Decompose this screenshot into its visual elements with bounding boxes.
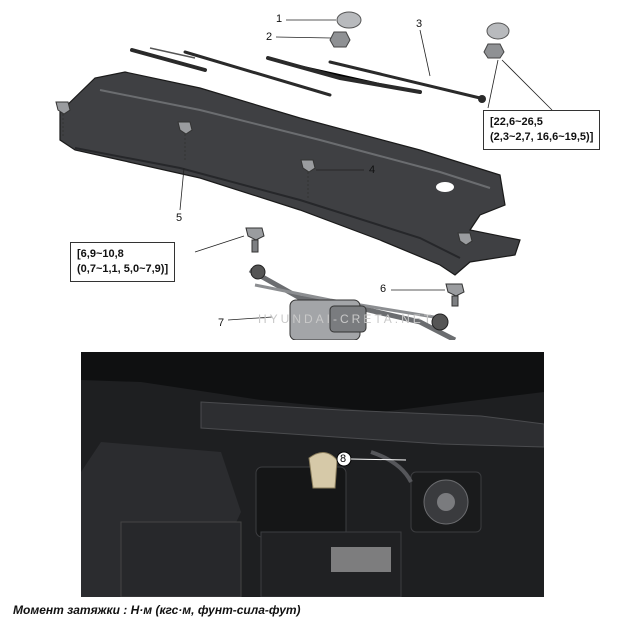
- torque-value-nm: [22,6~26,5: [490, 116, 543, 128]
- torque-spec-linkage-bolts: [6,9~10,8 (0,7~1,1, 5,0~7,9)]: [70, 242, 176, 282]
- engine-bay-photo: 8: [81, 352, 544, 597]
- callout-7: 7: [218, 317, 225, 329]
- callout-6: 6: [380, 283, 387, 295]
- callout-3: 3: [416, 18, 423, 30]
- wiper-blade-right: [266, 56, 486, 103]
- cowl-top-cover: [59, 71, 521, 276]
- cowl-cover-lower-edge: [74, 147, 461, 259]
- callout-5: 5: [176, 212, 183, 224]
- linkage-bolt-left: [245, 227, 265, 253]
- cover-clip-left: [55, 101, 71, 138]
- torque-units-note: Момент затяжки : Н·м (кгс·м, фунт-сила-ф…: [13, 603, 301, 617]
- cover-clip-center: [300, 159, 316, 200]
- callout-8: 8: [340, 453, 347, 465]
- wiper-arm-nut: [329, 31, 351, 48]
- wiper-motor-linkage: [248, 264, 457, 340]
- torque-value-alt: (0,7~1,1, 5,0~7,9)]: [77, 263, 169, 275]
- torque-spec-cover-nuts: [22,6~26,5 (2,3~2,7, 16,6~19,5)]: [483, 110, 601, 150]
- wiper-blade-left: [130, 47, 332, 97]
- engine-bay-illustration: [81, 352, 544, 597]
- wiper-arm-nut-right: [483, 43, 505, 59]
- wiper-arm-cap: [336, 11, 362, 29]
- washer-nozzle-hole: [436, 182, 454, 192]
- watermark: HYUNDAI-CRETA.NET: [258, 312, 435, 326]
- torque-value-alt: (2,3~2,7, 16,6~19,5)]: [490, 131, 594, 143]
- leader-lines: [179, 19, 553, 321]
- callout-2: 2: [266, 31, 273, 43]
- torque-value-nm: [6,9~10,8: [77, 248, 124, 260]
- callout-1: 1: [276, 13, 283, 25]
- wiper-arm-cap-right: [486, 22, 510, 40]
- linkage-bolt-right: [445, 283, 465, 307]
- cowl-cover-ridge: [99, 89, 491, 189]
- cover-clip-mid: [177, 121, 193, 162]
- callout-4: 4: [369, 164, 376, 176]
- cover-clip-right: [457, 232, 473, 246]
- exploded-parts-diagram: [55, 11, 553, 340]
